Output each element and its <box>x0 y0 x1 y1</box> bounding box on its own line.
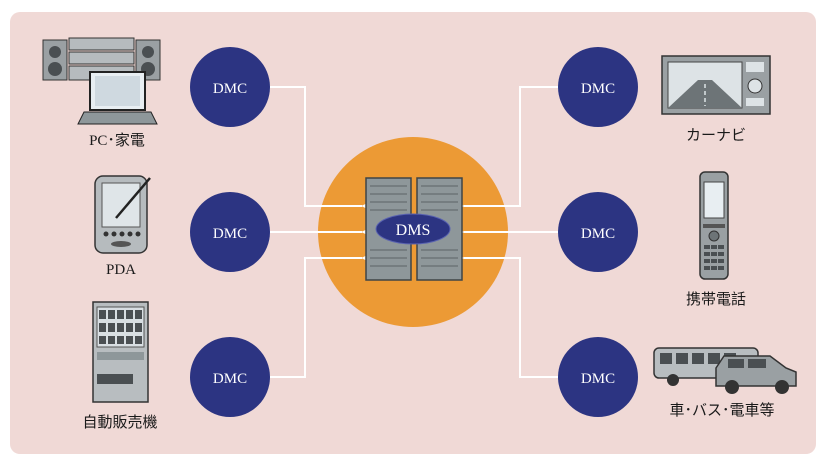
vehicles-icon <box>653 347 797 394</box>
mobile-phone-icon <box>699 171 729 280</box>
dmc-label: DMC <box>213 81 247 97</box>
device-label-car-nav: カーナビ <box>686 127 746 144</box>
dmc-label: DMC <box>581 226 615 242</box>
device-label-mobile: 携帯電話 <box>686 291 746 308</box>
dms-badge <box>375 213 451 245</box>
dmc-label: DMC <box>213 371 247 387</box>
device-label-pc: PC･家電 <box>89 132 145 149</box>
dmc-label: DMC <box>581 81 615 97</box>
dms-label: DMS <box>396 222 431 239</box>
dmc-node-right-top: DMC <box>558 47 638 127</box>
device-label-vending: 自動販売機 <box>82 414 157 431</box>
dmc-node-right-bottom: DMC <box>558 337 638 417</box>
device-label-pda: PDA <box>106 262 136 278</box>
dmc-label: DMC <box>213 226 247 242</box>
dmc-node-left-middle: DMC <box>190 192 270 272</box>
connector-right-bottom <box>456 254 567 381</box>
connector-left-top <box>261 83 370 210</box>
vending-machine-icon <box>92 301 149 403</box>
dmc-node-left-top: DMC <box>190 47 270 127</box>
pda-icon <box>94 175 151 254</box>
device-label-vehicles: 車･バス･電車等 <box>669 401 774 419</box>
connector-left-bottom <box>261 254 370 381</box>
connector-right-top <box>456 83 567 210</box>
dmc-node-left-bottom: DMC <box>190 337 270 417</box>
pc-and-audio-icon <box>42 37 161 125</box>
dmc-label: DMC <box>581 371 615 387</box>
connectors <box>261 83 567 381</box>
dmc-node-right-middle: DMC <box>558 192 638 272</box>
car-navigation-icon <box>661 55 771 115</box>
